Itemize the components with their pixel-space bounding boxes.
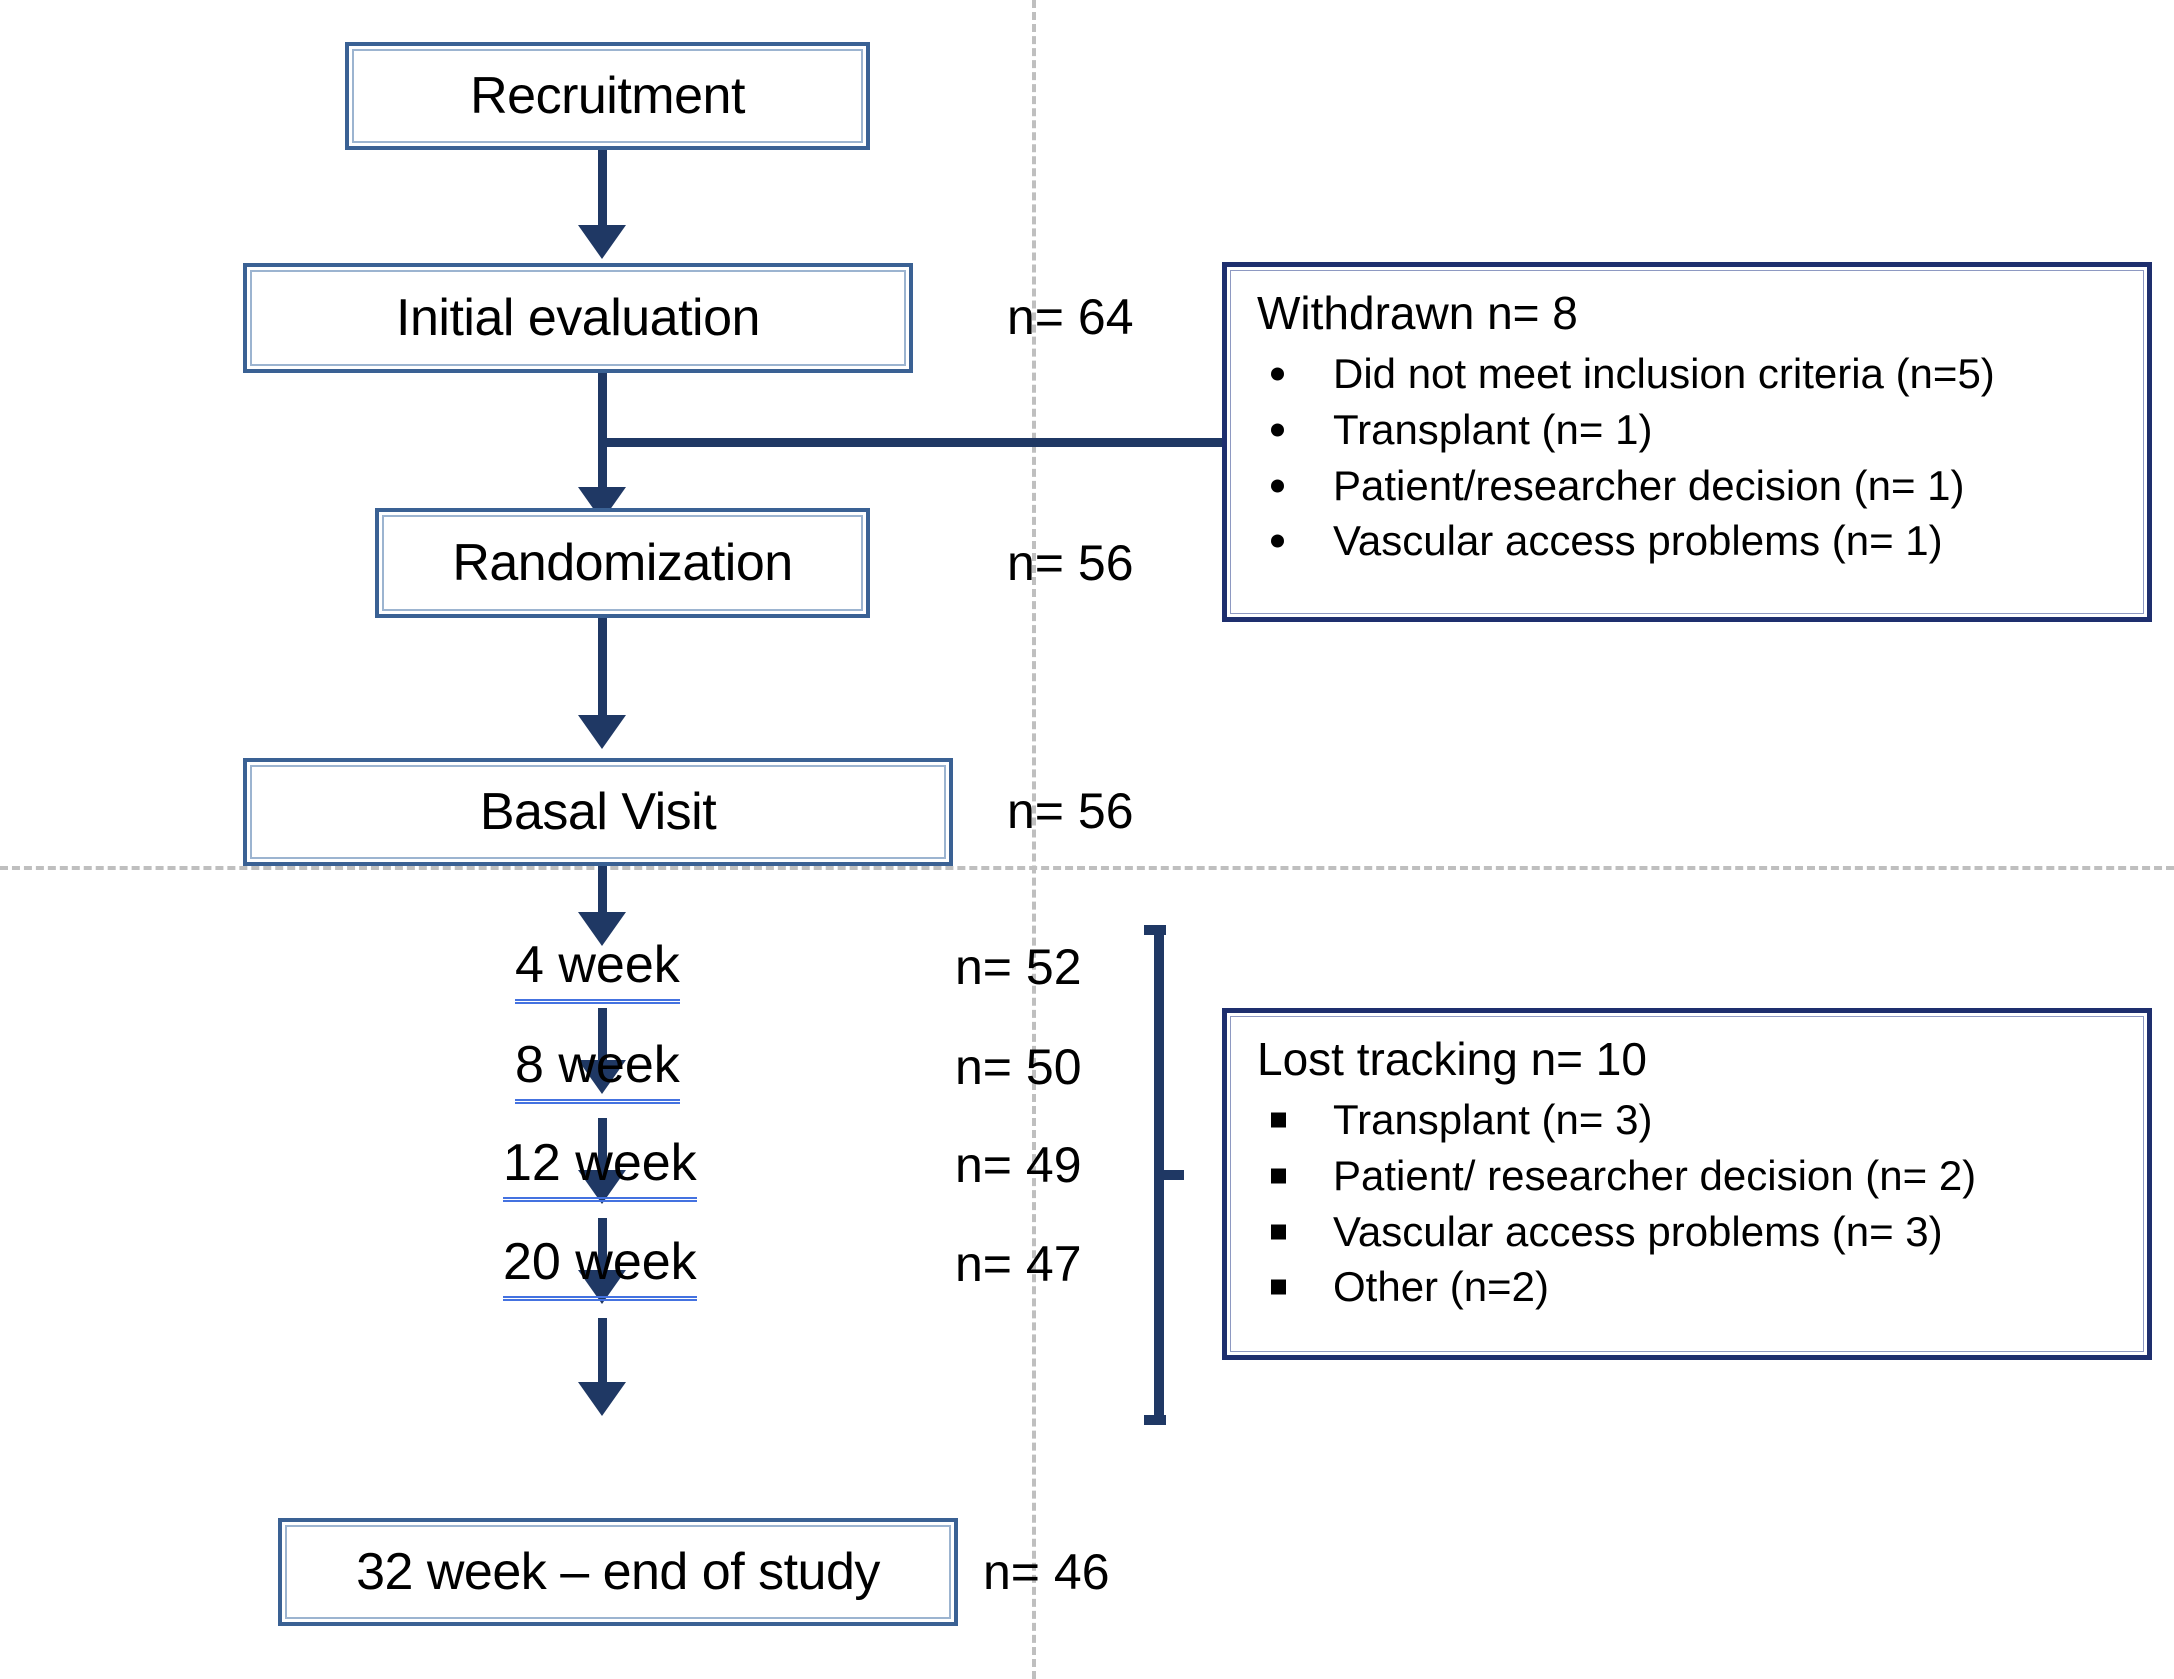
node-initial-evaluation-label: Initial evaluation: [396, 289, 760, 347]
connector-week8-week12: [598, 1118, 607, 1196]
count-week-20: n= 47: [955, 1236, 1082, 1292]
visit-week-8[interactable]: 8 week: [515, 1035, 680, 1104]
arrowhead-week4-week8: [578, 1060, 626, 1094]
node-randomization-label: Randomization: [452, 534, 793, 592]
arrowhead-recruitment-initial: [578, 225, 626, 259]
node-recruitment-label: Recruitment: [470, 67, 745, 125]
note-lost-tracking-title: Lost tracking n= 10: [1257, 1033, 1647, 1085]
connector-week12-week20: [598, 1218, 607, 1296]
arrowhead-randomization-basal: [578, 715, 626, 749]
connector-basal-week4: [598, 866, 607, 934]
horizontal-dashed-guide: [0, 866, 2174, 870]
vertical-dashed-guide: [1032, 0, 1036, 1679]
node-randomization[interactable]: Randomization: [375, 508, 870, 618]
list-item: Transplant (n= 1): [1253, 402, 2127, 458]
count-week-12: n= 49: [955, 1137, 1082, 1193]
connector-recruitment-initial: [598, 150, 607, 238]
node-basal-visit[interactable]: Basal Visit: [243, 758, 953, 866]
bracket-spine: [1154, 925, 1164, 1425]
count-week-8: n= 50: [955, 1039, 1082, 1095]
list-item: Vascular access problems (n= 1): [1253, 513, 2127, 569]
count-basal-visit: n= 56: [1007, 783, 1134, 839]
note-withdrawn-title: Withdrawn n= 8: [1257, 287, 1578, 339]
visit-week-12[interactable]: 12 week: [503, 1133, 697, 1202]
count-randomization: n= 56: [1007, 535, 1134, 591]
node-basal-visit-label: Basal Visit: [479, 783, 717, 841]
bracket-pointer: [1162, 1170, 1184, 1180]
list-item: Other (n=2): [1253, 1259, 2127, 1315]
bracket-cap-bottom: [1144, 1415, 1166, 1425]
count-end-of-study: n= 46: [983, 1544, 1110, 1600]
connector-initial-to-randomization: [598, 373, 607, 501]
list-item: Vascular access problems (n= 3): [1253, 1204, 2127, 1260]
count-initial-evaluation: n= 64: [1007, 289, 1134, 345]
connector-week20-end: [598, 1318, 607, 1408]
list-item: Patient/ researcher decision (n= 2): [1253, 1148, 2127, 1204]
node-recruitment[interactable]: Recruitment: [345, 42, 870, 150]
note-withdrawn-list: Did not meet inclusion criteria (n=5) Tr…: [1253, 346, 2127, 569]
list-item: Patient/researcher decision (n= 1): [1253, 458, 2127, 514]
arrowhead-basal-week4: [578, 912, 626, 946]
connector-initial-to-withdrawn: [598, 438, 1223, 447]
note-lost-tracking-list: Transplant (n= 3) Patient/ researcher de…: [1253, 1092, 2127, 1315]
list-item: Did not meet inclusion criteria (n=5): [1253, 346, 2127, 402]
connector-week4-week8: [598, 1008, 607, 1086]
node-end-of-study[interactable]: 32 week – end of study: [278, 1518, 958, 1626]
list-item: Transplant (n= 3): [1253, 1092, 2127, 1148]
node-end-of-study-label: 32 week – end of study: [356, 1543, 880, 1601]
connector-randomization-basal: [598, 618, 607, 728]
visit-week-20[interactable]: 20 week: [503, 1232, 697, 1301]
node-initial-evaluation[interactable]: Initial evaluation: [243, 263, 913, 373]
note-withdrawn[interactable]: Withdrawn n= 8 Did not meet inclusion cr…: [1222, 262, 2152, 622]
note-lost-tracking[interactable]: Lost tracking n= 10 Transplant (n= 3) Pa…: [1222, 1008, 2152, 1360]
visit-week-4[interactable]: 4 week: [515, 935, 680, 1004]
bracket-cap-top: [1144, 925, 1166, 935]
count-week-4: n= 52: [955, 939, 1082, 995]
arrowhead-week20-end: [578, 1382, 626, 1416]
visit-group-bracket: [1144, 925, 1186, 1425]
